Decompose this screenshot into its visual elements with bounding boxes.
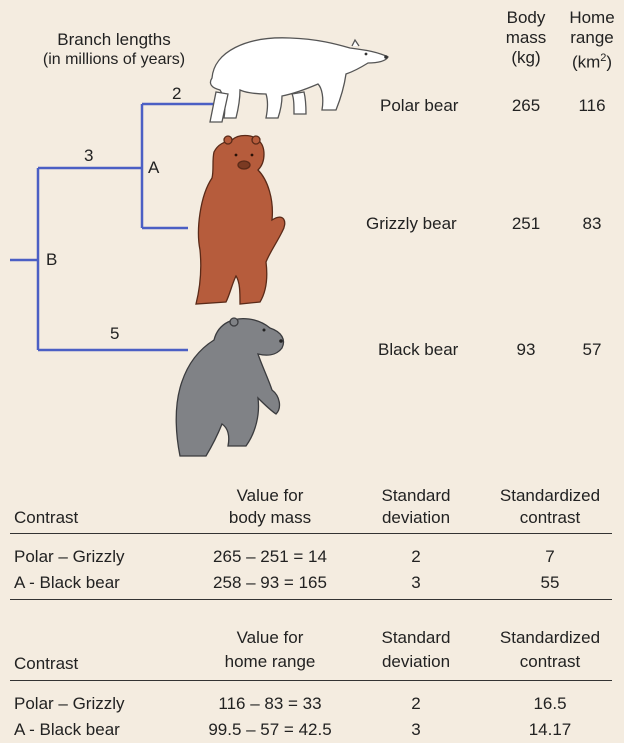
bm-row1-std: 7 [480, 547, 620, 567]
hr-header-value: Value for home range [180, 628, 360, 672]
node-label-b: B [46, 250, 57, 270]
home-range-grizzly: 83 [560, 214, 624, 234]
hr-row2-std: 14.17 [480, 720, 620, 740]
bm-header-rule [10, 533, 612, 534]
bm-header-sd-line1: Standard [364, 486, 468, 506]
body-mass-grizzly: 251 [492, 214, 560, 234]
home-range-black: 57 [560, 340, 624, 360]
hr-row2-value: 99.5 – 57 = 42.5 [180, 720, 360, 740]
body-mass-header: Body mass (kg) [492, 8, 560, 68]
species-polar: Polar bear [380, 96, 458, 116]
species-grizzly: Grizzly bear [366, 214, 457, 234]
bm-header-std-line1: Standardized [480, 486, 620, 506]
bm-row2-value: 258 – 93 = 165 [180, 573, 360, 593]
hr-row1-sd: 2 [364, 694, 468, 714]
node-label-a: A [148, 158, 159, 178]
hr-header-sd-line2: deviation [364, 652, 468, 672]
grizzly-bear-icon [196, 136, 285, 305]
species-black: Black bear [378, 340, 458, 360]
hr-header-std: Standardized contrast [480, 628, 620, 672]
home-range-header-line3: (km2) [560, 48, 624, 73]
branch-lengths-title: Branch lengths (in millions of years) [10, 30, 218, 70]
home-range-unit-close: ) [606, 53, 612, 72]
branch-lengths-title-line2: (in millions of years) [10, 50, 218, 70]
bm-header-contrast: Contrast [14, 508, 78, 528]
hr-header-value-line2: home range [180, 652, 360, 672]
hr-row2-sd: 3 [364, 720, 468, 740]
hr-row1-contrast: Polar – Grizzly [14, 694, 125, 714]
bm-row1-sd: 2 [364, 547, 468, 567]
home-range-header: Home range (km2) [560, 8, 624, 73]
home-range-polar: 116 [560, 96, 624, 116]
home-range-header-line2: range [560, 28, 624, 48]
hr-header-contrast: Contrast [14, 654, 78, 674]
bm-header-sd-line2: deviation [364, 508, 468, 528]
bm-header-value-line2: body mass [180, 508, 360, 528]
bm-header-sd: Standard deviation [364, 486, 468, 528]
home-range-unit: (km [572, 53, 600, 72]
hr-row1-value: 116 – 83 = 33 [180, 694, 360, 714]
branch-label-ab: 3 [84, 146, 93, 166]
body-mass-black: 93 [492, 340, 560, 360]
bm-row2-sd: 3 [364, 573, 468, 593]
home-range-header-line1: Home [560, 8, 624, 28]
hr-header-value-line1: Value for [180, 628, 360, 648]
branch-label-polar: 2 [172, 84, 181, 104]
bm-header-std-line2: contrast [480, 508, 620, 528]
hr-row1-std: 16.5 [480, 694, 620, 714]
bm-row1-value: 265 – 251 = 14 [180, 547, 360, 567]
body-mass-polar: 265 [492, 96, 560, 116]
bm-header-value: Value for body mass [180, 486, 360, 528]
hr-row2-contrast: A - Black bear [14, 720, 120, 740]
bm-row2-std: 55 [480, 573, 620, 593]
hr-header-std-line2: contrast [480, 652, 620, 672]
bm-row1-contrast: Polar – Grizzly [14, 547, 125, 567]
branch-lengths-title-line1: Branch lengths [10, 30, 218, 50]
bm-header-std: Standardized contrast [480, 486, 620, 528]
body-mass-header-line2: mass [492, 28, 560, 48]
hr-header-sd: Standard deviation [364, 628, 468, 672]
bm-bottom-rule [10, 599, 612, 600]
body-mass-header-line1: Body [492, 8, 560, 28]
bm-row2-contrast: A - Black bear [14, 573, 120, 593]
hr-header-sd-line1: Standard [364, 628, 468, 648]
bm-header-value-line1: Value for [180, 486, 360, 506]
hr-header-std-line1: Standardized [480, 628, 620, 648]
black-bear-icon [176, 318, 283, 456]
hr-header-rule [10, 680, 612, 681]
polar-bear-icon [210, 38, 388, 122]
branch-label-black: 5 [110, 324, 119, 344]
body-mass-header-line3: (kg) [492, 48, 560, 68]
